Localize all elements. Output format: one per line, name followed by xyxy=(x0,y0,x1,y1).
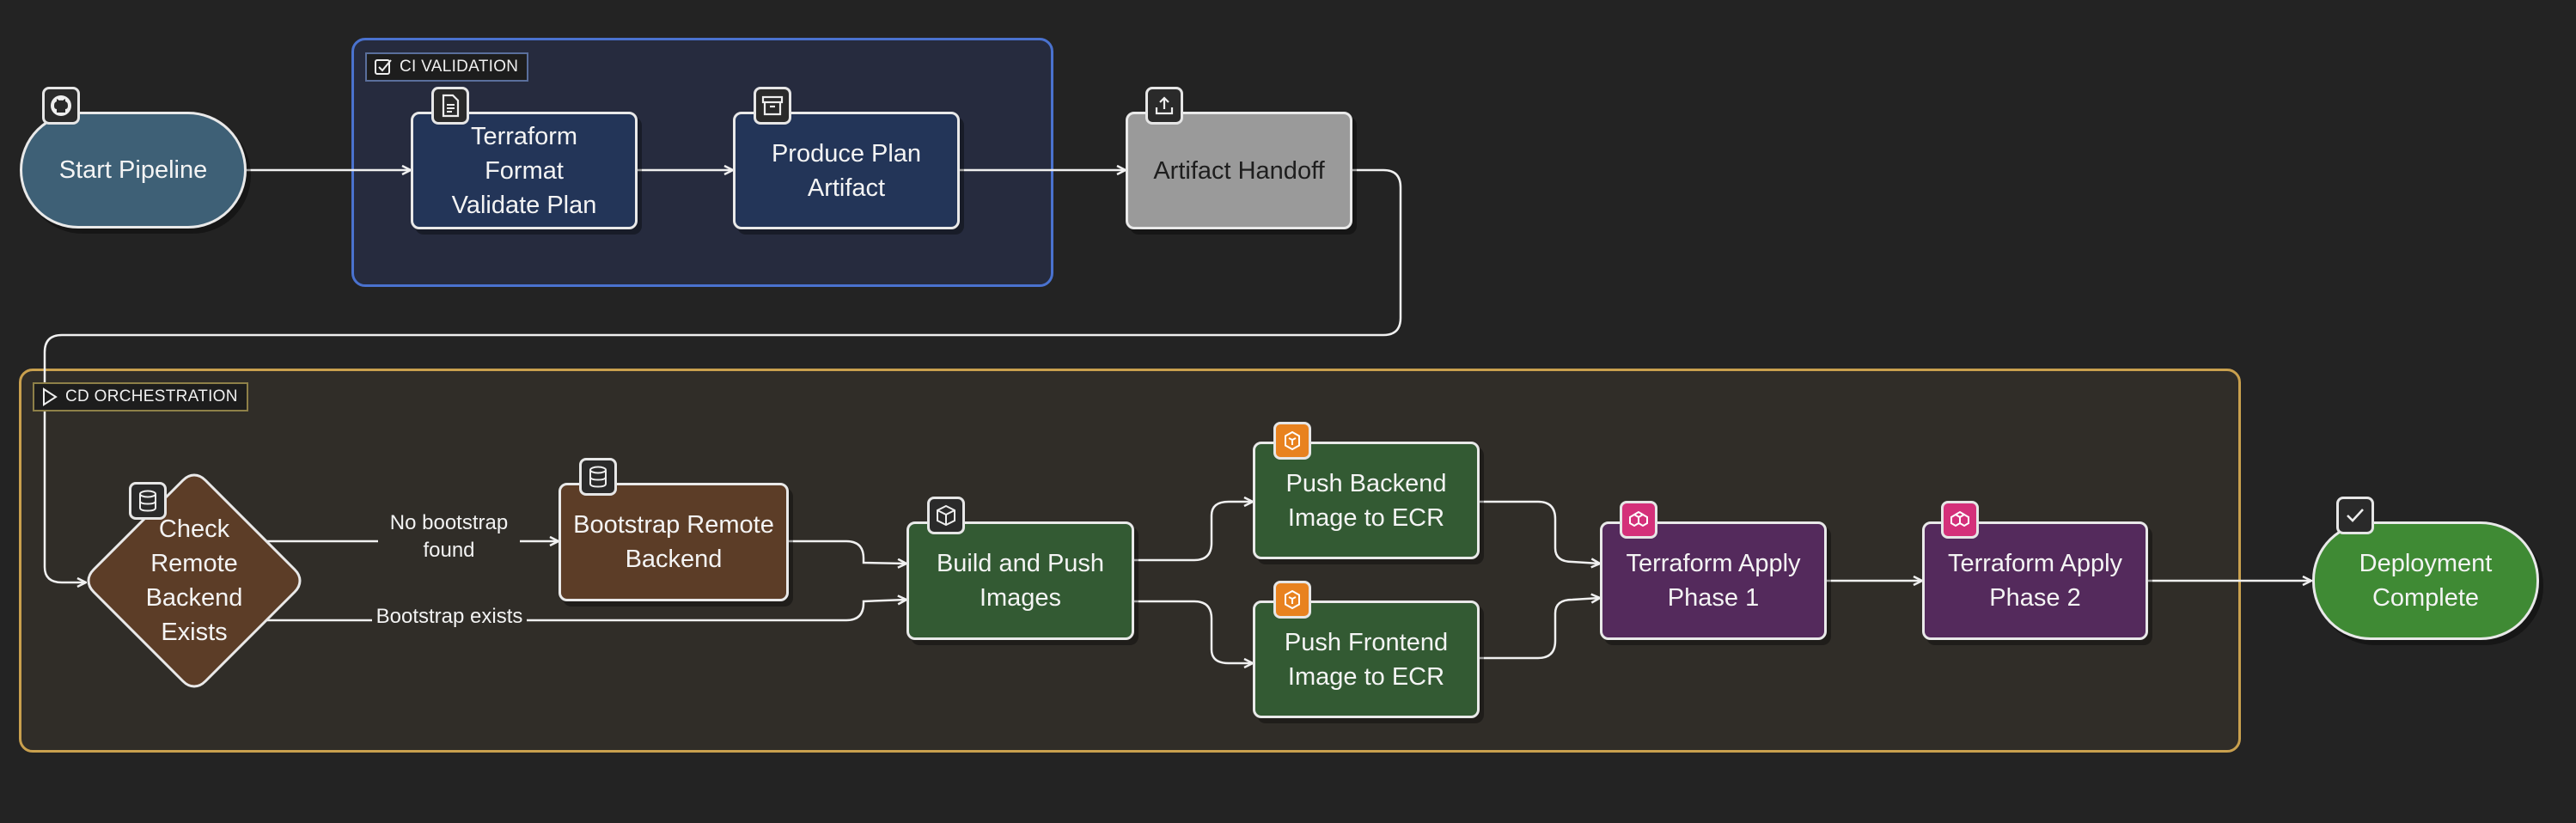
artifact-handoff-node[interactable]: Artifact Handoff xyxy=(1126,112,1352,229)
edge-handoff-to-check xyxy=(43,168,1402,582)
cd-orchestration-label: CD ORCHESTRATION xyxy=(33,382,248,412)
edge-check-to-build xyxy=(265,600,906,622)
aws-ecr-icon xyxy=(1273,422,1311,460)
start-pipeline-label: Start Pipeline xyxy=(58,156,208,184)
play-icon xyxy=(43,387,58,406)
terraform-format-validate-plan-node[interactable]: Terraform Format Validate Plan xyxy=(411,112,638,229)
push-frontend-image-label: Push Frontend Image to ECR xyxy=(1284,628,1449,691)
edge-build-to-pushfrontend xyxy=(1134,600,1253,663)
push-backend-image-node[interactable]: Push Backend Image to ECR xyxy=(1253,442,1480,559)
artifact-handoff-label: Artifact Handoff xyxy=(1153,156,1325,185)
produce-plan-artifact-node[interactable]: Produce Plan Artifact xyxy=(733,112,960,229)
edge-label-no-bootstrap: No bootstrap found xyxy=(378,509,520,564)
push-frontend-image-node[interactable]: Push Frontend Image to ECR xyxy=(1253,600,1480,718)
database-icon xyxy=(129,482,167,520)
package-icon xyxy=(927,497,965,534)
edge-build-to-pushbackend xyxy=(1134,502,1253,562)
produce-plan-artifact-label: Produce Plan Artifact xyxy=(771,139,922,202)
edge-pushbackend-to-apply1 xyxy=(1480,500,1600,564)
build-and-push-images-label: Build and Push Images xyxy=(936,550,1105,612)
aws-ecr-icon xyxy=(1273,581,1311,619)
build-and-push-images-node[interactable]: Build and Push Images xyxy=(906,521,1134,640)
cd-orchestration-text: CD ORCHESTRATION xyxy=(65,387,238,405)
github-icon xyxy=(42,87,80,125)
decision-diamond-shape xyxy=(87,473,302,688)
push-backend-image-label: Push Backend Image to ECR xyxy=(1285,469,1447,532)
terraform-apply-phase-2-label: Terraform Apply Phase 2 xyxy=(1947,550,2123,612)
document-icon xyxy=(431,87,469,125)
edge-pushfrontend-to-apply1 xyxy=(1480,598,1600,660)
bootstrap-remote-backend-node[interactable]: Bootstrap Remote Backend xyxy=(559,483,789,601)
check-remote-backend-node[interactable]: Check Remote Backend Exists xyxy=(82,468,307,693)
terraform-apply-phase-1-node[interactable]: Terraform Apply Phase 1 xyxy=(1600,521,1827,640)
ci-validation-label: CI VALIDATION xyxy=(365,52,529,82)
terraform-apply-phase-1-label: Terraform Apply Phase 1 xyxy=(1626,550,1801,612)
checkbox-icon xyxy=(375,59,392,75)
aws-cloudformation-icon xyxy=(1620,501,1657,539)
terraform-apply-phase-2-node[interactable]: Terraform Apply Phase 2 xyxy=(1922,521,2148,640)
deployment-complete-node[interactable]: Deployment Complete xyxy=(2312,521,2539,640)
upload-icon xyxy=(1145,87,1183,125)
bootstrap-remote-backend-label: Bootstrap Remote Backend xyxy=(573,511,774,573)
deployment-complete-label: Deployment Complete xyxy=(2359,550,2493,612)
start-pipeline-node[interactable]: Start Pipeline xyxy=(20,112,247,229)
database-icon xyxy=(579,458,617,496)
check-icon xyxy=(2336,497,2374,534)
ci-validation-text: CI VALIDATION xyxy=(400,58,519,76)
terraform-format-validate-plan-label: Terraform Format Validate Plan xyxy=(451,122,597,219)
edge-label-bootstrap-exists: Bootstrap exists xyxy=(372,603,527,631)
edge-bootstrap-to-build xyxy=(789,540,906,564)
aws-cloudformation-icon xyxy=(1941,501,1979,539)
archive-icon xyxy=(754,87,791,125)
check-remote-backend-label: Check Remote Backend Exists xyxy=(145,515,243,646)
